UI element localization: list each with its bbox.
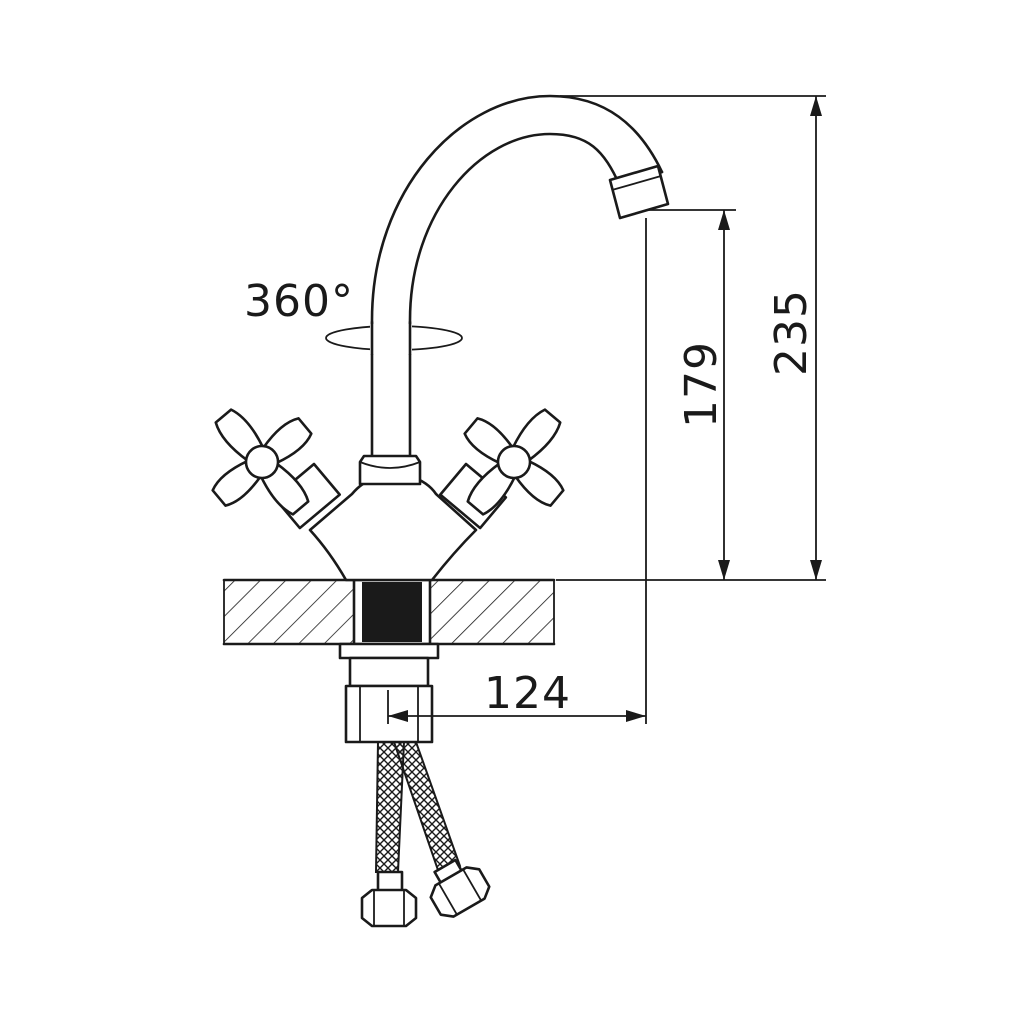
countertop-section: [222, 578, 556, 646]
flexible-hoses: [360, 741, 491, 928]
rotation-indicator: 360°: [244, 276, 463, 356]
mounting-stud: [352, 578, 432, 646]
right-handle: [439, 408, 565, 530]
left-handle: [211, 408, 341, 530]
dimension-spout-height-value: 179: [676, 341, 727, 428]
rotation-label: 360°: [244, 276, 354, 327]
dimension-total-height-value: 235: [766, 289, 817, 376]
dimension-spout-reach-value: 124: [484, 668, 571, 719]
clamp-nut: [338, 642, 440, 744]
aerator: [608, 164, 670, 220]
dimension-spout-reach: 124: [387, 218, 647, 724]
swivel-spout: [358, 94, 670, 486]
dimension-total-height: 235: [556, 95, 826, 581]
dimension-spout-height: 179: [648, 209, 736, 580]
